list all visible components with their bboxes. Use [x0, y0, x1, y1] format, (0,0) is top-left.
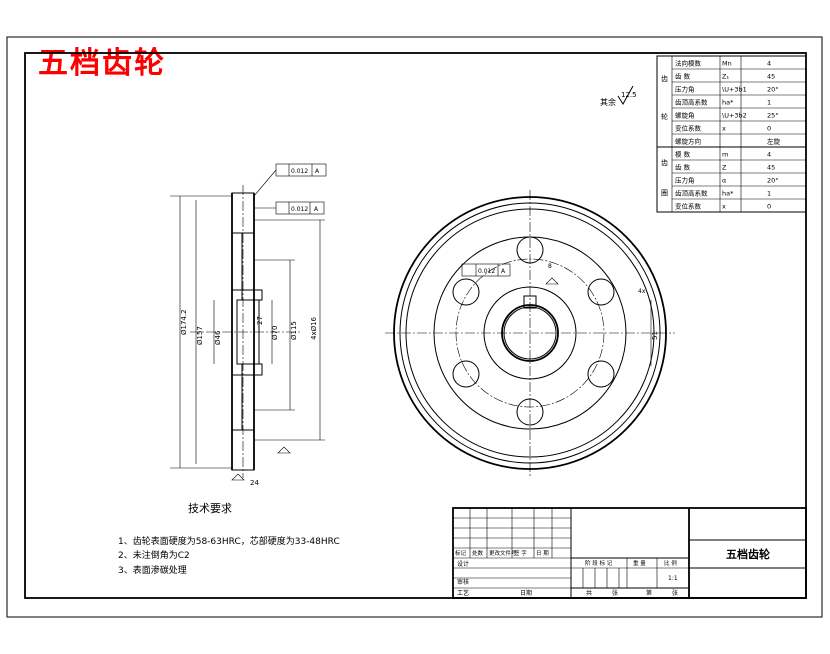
tol-hub: 0.012 — [478, 268, 495, 275]
title-block-label: 签 字 — [514, 549, 527, 557]
param-name: 螺旋角 — [675, 111, 695, 120]
dim-d6: 4xØ16 — [310, 316, 318, 340]
title-block-label: 处数 — [472, 549, 484, 557]
param-symbol: m — [722, 151, 728, 159]
tol-datum-2: A — [314, 206, 319, 213]
title-block-label: 标记 — [455, 549, 467, 557]
dim-d4: Ø70 — [271, 326, 279, 340]
dim-d7: 27 — [256, 316, 264, 325]
title-block-label: 共 — [586, 589, 592, 597]
tech-item-1: 1、齿轮表面硬度为58-63HRC，芯部硬度为33-48HRC — [118, 535, 340, 547]
inner-frame — [24, 52, 807, 599]
title-block: 五档齿轮 标记处数更改文件号签 字 日 期设计审核工艺 日期 阶 段 标 记 重 量 比 例… — [452, 507, 807, 599]
drawing-title: 五档齿轮 — [38, 46, 166, 81]
param-name: 齿顶高系数 — [675, 189, 708, 198]
param-symbol: \U+3b1 — [722, 86, 747, 94]
title-block-label: 重 量 — [633, 559, 646, 567]
param-value: 20° — [767, 86, 779, 94]
technical-requirements: 技术要求 1、齿轮表面硬度为58-63HRC，芯部硬度为33-48HRC 2、未… — [118, 502, 340, 576]
title-block-label: 张 — [672, 589, 678, 597]
param-symbol: x — [722, 125, 726, 133]
tech-item-3: 3、表面渗碳处理 — [118, 564, 187, 576]
title-block-label: 审核 — [457, 578, 469, 586]
param-symbol: \U+3b2 — [722, 112, 747, 120]
param-value: 25° — [767, 112, 779, 120]
param-value: 0 — [767, 125, 771, 133]
title-block-name: 五档齿轮 — [726, 547, 770, 561]
title-block-label: 更改文件号 — [489, 549, 517, 557]
param-name: 变位系数 — [675, 202, 702, 211]
param-symbol: Z — [722, 164, 727, 172]
param-symbol: x — [722, 203, 726, 211]
param-group-label: 齿 — [661, 159, 668, 167]
title-block-label: 比 例 — [664, 559, 677, 567]
dim-d8: 24 — [250, 479, 259, 487]
title-block-label: 日 期 — [536, 550, 549, 557]
title-block-scale: 1:1 — [668, 575, 678, 582]
title-block-label: 工艺 — [457, 589, 469, 597]
tech-item-2: 2、未注倒角为C2 — [118, 549, 190, 561]
parameter-table: 法向模数 Mn 4 齿 数 Z₁ 45 压力角 \U+3b1 20° 齿顶高系数 ha* 1 螺旋角 \U… — [656, 55, 807, 213]
section-view: Ø174.2 Ø157 Ø46 Ø70 Ø115 4xØ16 27 24 0.0… — [170, 163, 327, 487]
dim-key: 51 — [651, 331, 659, 340]
param-name: 压力角 — [675, 85, 695, 94]
title-block-label: 阶 段 标 记 — [585, 559, 613, 567]
surface-note-prefix: 其余 — [600, 97, 616, 107]
front-view: 0.012 A 51 8 4x — [385, 190, 675, 476]
param-name: 变位系数 — [675, 124, 702, 133]
param-name: 齿顶高系数 — [675, 98, 708, 107]
tol-datum-3: A — [501, 268, 506, 275]
param-name: 模 数 — [675, 150, 691, 159]
param-value: 1 — [767, 99, 771, 107]
tech-heading: 技术要求 — [188, 502, 232, 515]
dim-d2: Ø157 — [196, 326, 204, 345]
param-symbol: ha* — [722, 99, 734, 107]
param-value: 45 — [767, 164, 775, 172]
param-name: 压力角 — [675, 176, 695, 185]
param-symbol: Mn — [722, 60, 732, 68]
param-value: 4 — [767, 151, 771, 159]
param-name: 螺旋方向 — [675, 137, 701, 146]
param-value: 45 — [767, 73, 775, 81]
param-group-label: 圈 — [661, 189, 668, 197]
dim-d3: Ø46 — [214, 330, 222, 345]
dim-keyw: 8 — [548, 263, 552, 270]
title-block-label: 设计 — [457, 560, 469, 568]
param-value: 4 — [767, 60, 771, 68]
param-name: 齿 数 — [675, 72, 691, 81]
param-value: 1 — [767, 190, 771, 198]
param-value: 0 — [767, 203, 771, 211]
surface-note-value: 12.5 — [621, 91, 637, 99]
title-block-label: 张 — [612, 589, 618, 597]
param-value: 左旋 — [767, 137, 781, 146]
dim-d5: Ø115 — [290, 321, 298, 340]
param-group-label: 轮 — [661, 112, 668, 121]
param-symbol: Z₁ — [722, 73, 729, 81]
title-block-label: 日期 — [520, 589, 532, 597]
param-symbol: ha* — [722, 190, 734, 198]
surface-note: 其余 12.5 — [600, 85, 637, 107]
param-value: 20° — [767, 177, 779, 185]
title-block-label: 第 — [646, 589, 652, 597]
dim-note: 4x — [638, 288, 646, 295]
param-name: 齿 数 — [675, 163, 691, 172]
tol-runout: 0.012 — [291, 168, 308, 175]
tol-flatness: 0.012 — [291, 206, 308, 213]
dim-d1: Ø174.2 — [180, 309, 188, 335]
param-symbol: α — [722, 177, 726, 185]
param-name: 法向模数 — [675, 59, 702, 68]
param-group-label: 齿 — [661, 75, 668, 83]
tol-datum-1: A — [315, 168, 320, 175]
outer-frame — [6, 36, 823, 618]
